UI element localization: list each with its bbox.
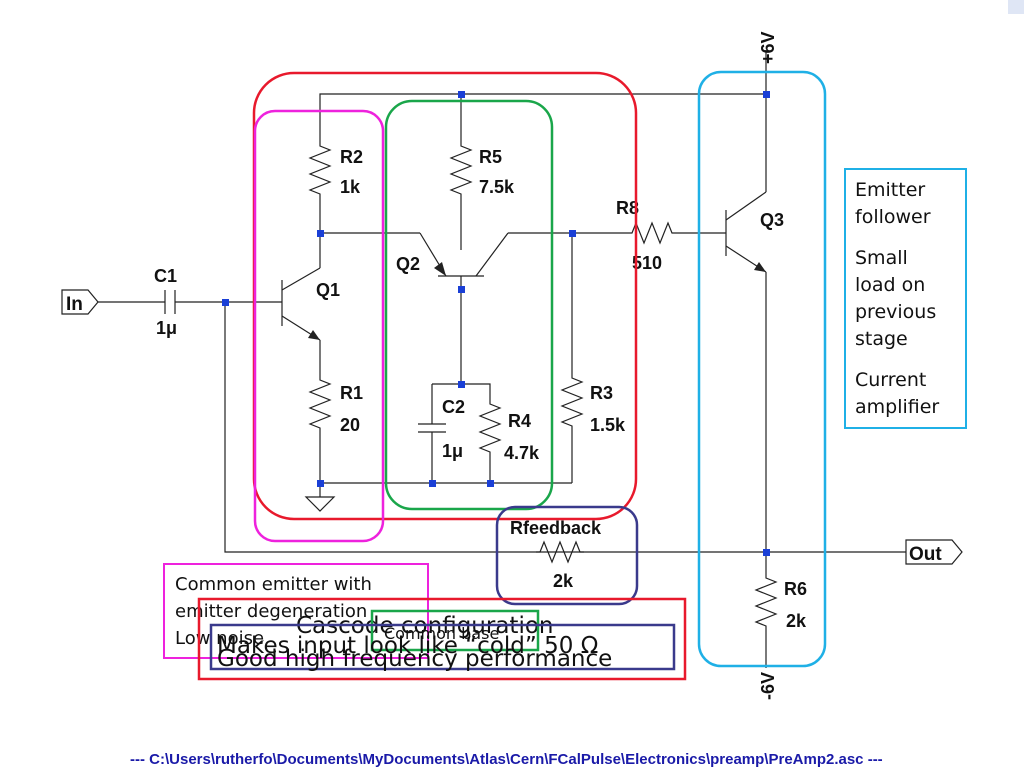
emitter-follower-note: Emitter follower Small load on previous … — [855, 179, 939, 418]
wires — [98, 50, 906, 668]
r6-value: 2k — [786, 611, 807, 631]
rfeedback-resistor — [536, 540, 584, 564]
q1-name: Q1 — [316, 280, 340, 300]
c1-name: C1 — [154, 266, 177, 286]
highlight-boxes — [252, 70, 827, 668]
common-emitter-magenta-box — [253, 109, 385, 543]
node-dot — [317, 480, 324, 487]
output-port: Out — [905, 539, 963, 565]
r5-value: 7.5k — [479, 177, 515, 197]
node-dot — [458, 91, 465, 98]
common-base-note: Common base — [384, 624, 499, 643]
c1-value: 1μ — [156, 318, 177, 338]
q1-transistor — [281, 267, 321, 341]
supply-top-label: +6V — [758, 31, 778, 64]
input-port-label: In — [66, 294, 83, 315]
rfeedback-note-box — [209, 623, 676, 671]
note-line: emitter degeneration — [175, 601, 367, 622]
r8-value: 510 — [632, 253, 662, 273]
r8-name: R8 — [616, 198, 639, 218]
corner-widget-icon — [1008, 0, 1024, 14]
r3-value: 1.5k — [590, 415, 626, 435]
r2-name: R2 — [340, 147, 363, 167]
r3-resistor — [560, 372, 584, 436]
c2-value: 1μ — [442, 441, 463, 461]
high-frequency-note: Good high frequency performance — [217, 646, 612, 672]
r6-resistor — [754, 570, 778, 630]
supply-bottom-label: -6V — [758, 672, 778, 700]
node-dot — [763, 549, 770, 556]
r2-resistor — [308, 138, 332, 198]
ground-symbol-icon — [304, 496, 336, 512]
top-rail-wire — [319, 93, 766, 138]
common-base-note-box — [370, 609, 540, 652]
c1-capacitor — [164, 290, 176, 314]
node-dot — [458, 381, 465, 388]
node-dot — [429, 480, 436, 487]
r4-value: 4.7k — [504, 443, 540, 463]
node-dot — [222, 299, 229, 306]
note-line: Common emitter with — [175, 574, 372, 595]
r5-name: R5 — [479, 147, 502, 167]
r3-name: R3 — [590, 383, 613, 403]
q2-transistor — [419, 232, 509, 277]
c2-capacitor — [418, 423, 446, 433]
c2-r4-top-wire — [432, 383, 491, 398]
r4-name: R4 — [508, 411, 531, 431]
rfeedback-navy-box — [495, 505, 639, 606]
rfeedback-value: 2k — [553, 571, 574, 591]
r8-resistor — [626, 221, 676, 245]
r1-name: R1 — [340, 383, 363, 403]
node-dot — [569, 230, 576, 237]
node-dot — [487, 480, 494, 487]
note-line: previous — [855, 301, 936, 323]
output-rail-wire — [224, 302, 906, 553]
cascode-note-box — [197, 597, 687, 681]
q3-name: Q3 — [760, 210, 784, 230]
r5-resistor — [449, 140, 473, 196]
note-line: Low noise — [175, 628, 264, 649]
r4-resistor — [478, 398, 502, 462]
input-port: In — [61, 289, 99, 315]
footer-file-path: --- C:\Users\rutherfo\Documents\MyDocume… — [130, 751, 883, 768]
common-emitter-note: Common emitter with emitter degeneration… — [175, 574, 372, 649]
node-dot — [317, 230, 324, 237]
note-line: Small — [855, 247, 908, 269]
r6-name: R6 — [784, 579, 807, 599]
rfeedback-name: Rfeedback — [510, 518, 602, 538]
emitter-follower-cyan-box — [697, 70, 827, 668]
note-line: stage — [855, 328, 908, 350]
r1-resistor — [308, 370, 332, 440]
r1-value: 20 — [340, 415, 360, 435]
note-line: load on — [855, 274, 925, 296]
node-dot — [763, 91, 770, 98]
q2-name: Q2 — [396, 254, 420, 274]
c2-name: C2 — [442, 397, 465, 417]
note-line: amplifier — [855, 396, 939, 418]
node-dots — [222, 91, 770, 556]
component-labels: C1 1μ R2 1k Q1 R1 20 R5 7.5k Q2 C2 1μ R4… — [154, 147, 807, 631]
emitter-follower-note-box — [844, 168, 967, 429]
output-port-label: Out — [909, 544, 942, 565]
r2-value: 1k — [340, 177, 361, 197]
note-line: follower — [855, 206, 931, 228]
node-dot — [458, 286, 465, 293]
q3-transistor — [725, 191, 767, 273]
note-line: Emitter — [855, 179, 925, 201]
common-base-green-box — [384, 99, 554, 511]
input-cold-note: Makes input look like “cold” 50 Ω — [217, 633, 598, 659]
note-line: Current — [855, 369, 926, 391]
